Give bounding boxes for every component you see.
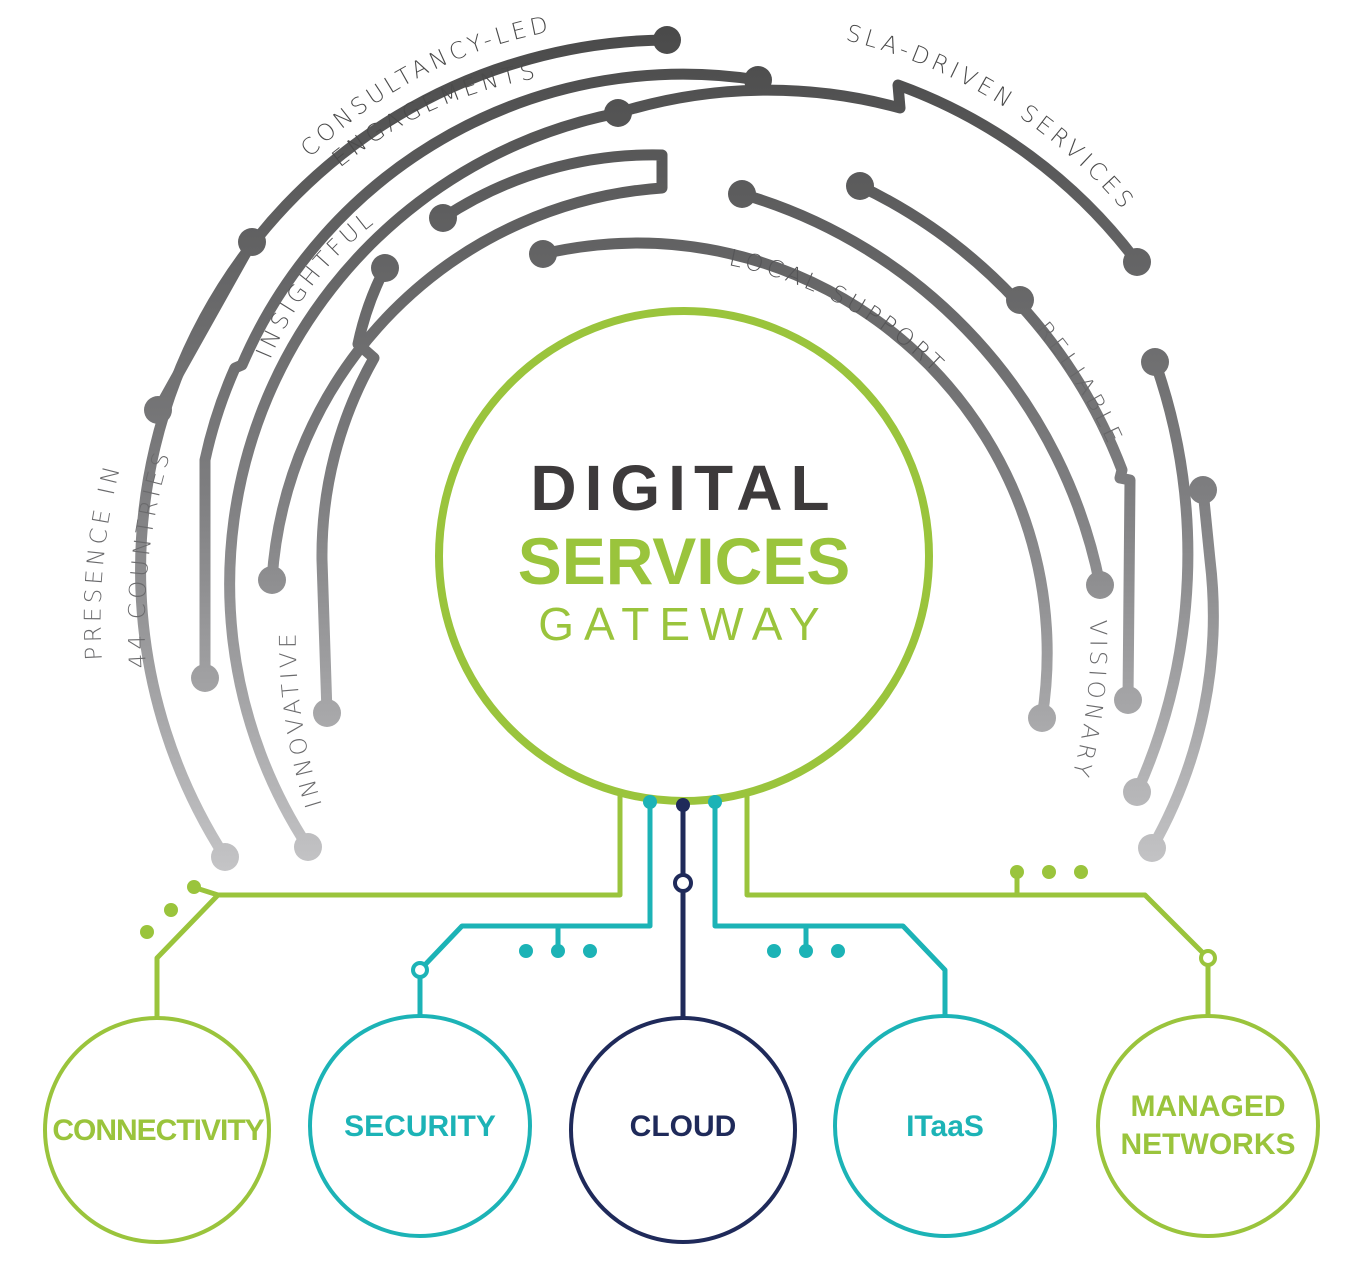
arc-node [1114, 686, 1142, 714]
connector-node [676, 798, 690, 812]
dot [164, 903, 178, 917]
dot [1010, 865, 1024, 879]
connector-traces [154, 792, 1211, 1021]
arc-node [604, 99, 632, 127]
arc-node [429, 204, 457, 232]
arc-trace-outer-left [135, 34, 676, 863]
connectivity-circle [43, 1016, 271, 1244]
cloud-circle [569, 1016, 797, 1244]
arc-node [1006, 286, 1034, 314]
arc-node [258, 566, 286, 594]
arc-node [1123, 248, 1151, 276]
arc-node [1189, 476, 1217, 504]
service-security: SECURITY [308, 1014, 532, 1238]
dot [187, 880, 201, 894]
service-connectivity: CONNECTIVITY [43, 1016, 271, 1244]
managed-networks-label-line1: MANAGED [1131, 1090, 1286, 1123]
trace-security [417, 797, 653, 1021]
arc-node [529, 240, 557, 268]
label-presence-line1: PRESENCE IN [81, 460, 127, 661]
arc-trace-reliable [736, 188, 1106, 591]
arc-endpoints [144, 26, 1217, 871]
arc-node [294, 833, 322, 861]
arc-node [313, 699, 341, 727]
label-sla-driven: SLA-DRIVEN SERVICES [844, 21, 1141, 217]
arc-node [846, 172, 874, 200]
cloud-label: CLOUD [630, 1110, 737, 1143]
hub-title-gateway: GATEWAY [538, 598, 830, 650]
center-hub: DIGITAL SERVICES GATEWAY [435, 307, 933, 805]
dot [551, 944, 565, 958]
circuit-arcs [135, 34, 1219, 863]
itaas-label: ITaaS [906, 1110, 984, 1143]
arc-trace-visionary [854, 180, 1136, 706]
hub-title-digital: DIGITAL [530, 452, 837, 524]
dot [519, 944, 533, 958]
trace-connectivity [154, 792, 623, 1021]
arc-trace-insightful [199, 68, 764, 684]
connector-node [643, 795, 657, 809]
hub-title-services: SERVICES [518, 524, 851, 598]
dot [1042, 865, 1056, 879]
arc-trace-inner-left [316, 262, 391, 719]
arc-node [191, 664, 219, 692]
arc-trace-far-right [1146, 484, 1219, 854]
dot [140, 925, 154, 939]
dot [767, 944, 781, 958]
label-visionary: VISIONARY [1066, 620, 1111, 784]
arc-node [1141, 348, 1169, 376]
arc-trace-local [537, 237, 1053, 724]
arc-node [1028, 704, 1056, 732]
arc-node [1138, 834, 1166, 862]
connector-node-open [673, 873, 693, 893]
dot [831, 944, 845, 958]
arc-node [744, 66, 772, 94]
arc-node [653, 26, 681, 54]
connector-node [708, 795, 722, 809]
service-cloud: CLOUD [569, 1016, 797, 1244]
security-label: SECURITY [344, 1110, 496, 1143]
arc-node [1123, 778, 1151, 806]
service-managed-networks: MANAGED NETWORKS [1096, 1014, 1320, 1238]
dot [1074, 865, 1088, 879]
arc-node [728, 180, 756, 208]
arc-node [1086, 571, 1114, 599]
managed-networks-circle [1096, 1014, 1320, 1238]
trace-itaas [712, 797, 948, 1021]
connectivity-label: CONNECTIVITY [52, 1114, 264, 1147]
connector-nodes [140, 795, 1217, 979]
arc-node [238, 228, 266, 256]
arc-node [211, 843, 239, 871]
itaas-circle [833, 1014, 1057, 1238]
managed-networks-label-line2: NETWORKS [1121, 1128, 1296, 1161]
label-presence-line2: 44 COUNTRIES [125, 446, 177, 669]
dot [799, 944, 813, 958]
dot [583, 944, 597, 958]
service-itaas: ITaaS [833, 1014, 1057, 1238]
arc-node [371, 254, 399, 282]
connector-node-open [1199, 949, 1217, 967]
security-circle [308, 1014, 532, 1238]
arc-node [144, 396, 172, 424]
arc-trace-outer-right [1131, 356, 1194, 798]
arc-trace-innovative [266, 149, 668, 586]
connector-node-open [411, 961, 429, 979]
arc-trace-consultancy [224, 79, 1143, 853]
trace-managed [744, 792, 1211, 1021]
